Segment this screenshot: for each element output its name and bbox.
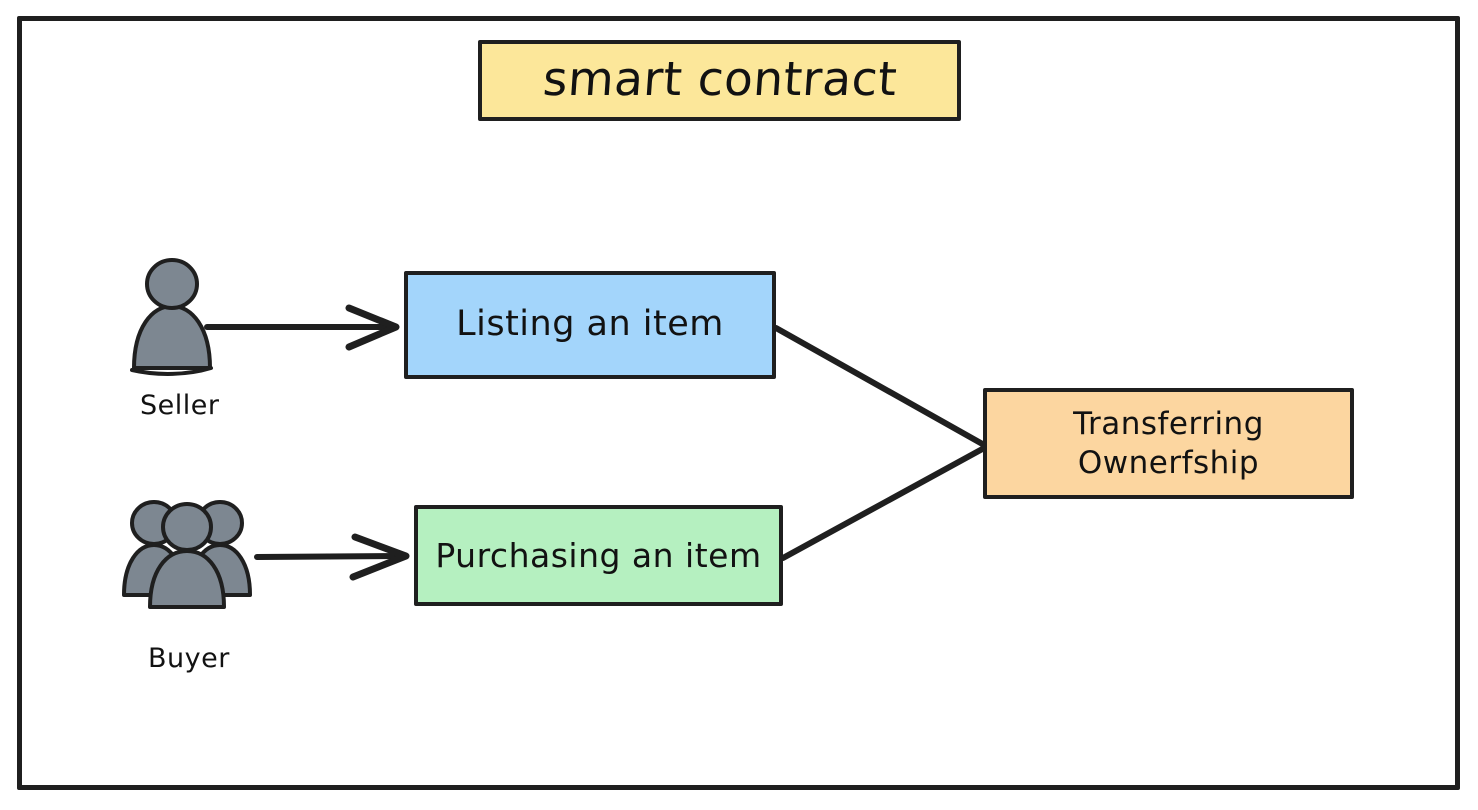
node-transferring-ownership[interactable]: Transferring Ownerfship: [983, 388, 1354, 499]
node-listing-an-item-label: Listing an item: [456, 304, 724, 345]
node-transferring-ownership-line2: Ownerfship: [1077, 444, 1260, 481]
actor-seller[interactable]: [118, 258, 228, 383]
group-of-people-icon: [122, 500, 252, 609]
node-smart-contract[interactable]: smart contract: [478, 40, 961, 121]
single-person-icon: [130, 258, 213, 376]
node-transferring-ownership-label: Transferring Ownerfship: [1073, 405, 1264, 483]
actor-seller-label: Seller: [140, 390, 220, 421]
actor-buyer[interactable]: [112, 483, 267, 613]
node-purchasing-an-item-label: Purchasing an item: [435, 535, 762, 575]
node-purchasing-an-item[interactable]: Purchasing an item: [414, 505, 783, 606]
node-listing-an-item[interactable]: Listing an item: [404, 271, 776, 379]
node-transferring-ownership-line1: Transferring: [1073, 405, 1264, 442]
diagram-outer-frame: [17, 16, 1460, 790]
node-smart-contract-label: smart contract: [540, 52, 899, 108]
actor-buyer-label: Buyer: [148, 643, 230, 674]
